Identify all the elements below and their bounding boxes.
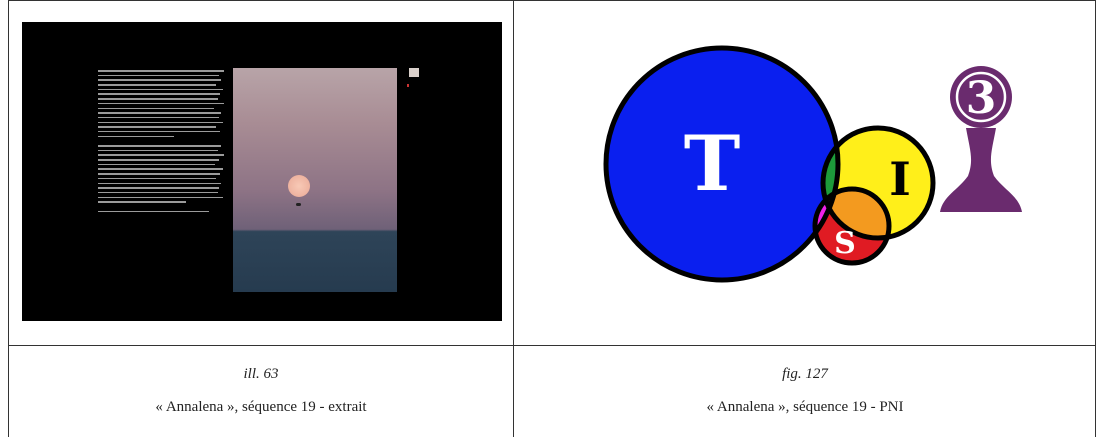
text-line: [98, 154, 224, 156]
text-line: [98, 187, 219, 189]
text-line: [98, 117, 219, 119]
text-line: [98, 173, 220, 175]
text-line: [98, 70, 224, 72]
emblem-3-icon: 3: [940, 66, 1022, 212]
text-line: [98, 122, 223, 124]
text-line: [98, 145, 221, 147]
text-line: [98, 159, 219, 161]
text-line: [98, 201, 186, 203]
text-line: [98, 98, 218, 100]
red-marker: [407, 84, 409, 87]
letter-s: S: [834, 226, 856, 261]
letter-t: T: [684, 119, 741, 208]
text-line: [98, 89, 223, 91]
text-line: [98, 131, 220, 133]
text-line: [98, 108, 214, 110]
sunset-photo: [233, 68, 397, 292]
text-line: [98, 183, 221, 185]
left-caption: « Annalena », séquence 19 - extrait: [9, 399, 513, 416]
pni-diagram: T I S 3: [514, 0, 1096, 345]
text-line: [98, 211, 209, 213]
text-line: [98, 164, 215, 166]
thumbnail-icon: [409, 68, 419, 77]
right-caption: « Annalena », séquence 19 - PNI: [514, 399, 1096, 416]
svg-text:3: 3: [966, 73, 997, 124]
bird: [296, 203, 301, 206]
text-line: [98, 112, 221, 114]
text-column: [98, 70, 224, 268]
sequence-screenshot-image: [22, 22, 502, 321]
text-line: [98, 84, 216, 86]
left-figure-label: ill. 63: [9, 366, 513, 383]
text-line: [98, 93, 220, 95]
text-line: [98, 197, 223, 199]
letter-i: I: [889, 152, 911, 206]
text-line: [98, 150, 218, 152]
table-row-divider: [8, 345, 1096, 346]
right-figure-label: fig. 127: [514, 366, 1096, 383]
text-line: [98, 168, 223, 170]
text-line: [98, 136, 174, 138]
text-line: [98, 79, 221, 81]
text-line: [98, 103, 224, 105]
text-line: [98, 192, 218, 194]
text-line: [98, 178, 216, 180]
sun: [288, 175, 310, 197]
text-line: [98, 75, 219, 77]
text-line: [98, 126, 216, 128]
